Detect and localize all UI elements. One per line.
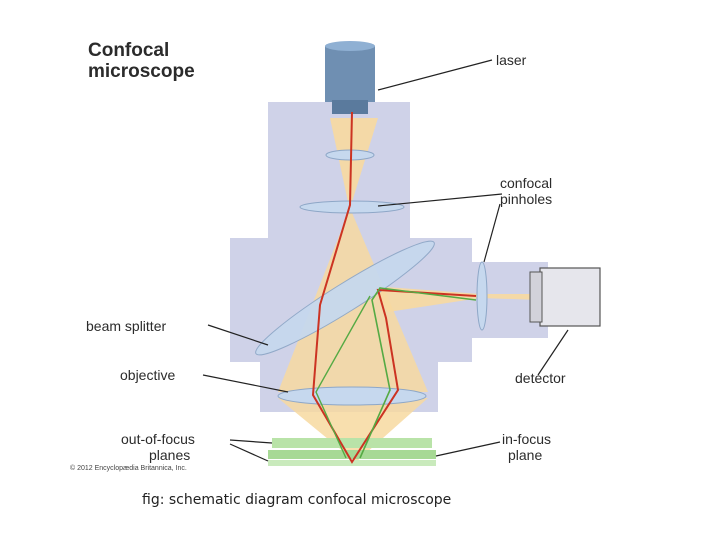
title-line-1: Confocal	[88, 40, 170, 61]
diagram-title: Confocal microscope	[88, 40, 195, 82]
specimen-planes	[268, 438, 436, 466]
label-confocal-pinholes-line2: pinholes	[500, 191, 553, 207]
leader-lines	[202, 59, 569, 462]
label-objective: objective	[120, 367, 176, 383]
label-in-focus-line1: in-focus	[502, 431, 552, 447]
label-laser: laser	[496, 52, 527, 68]
title-line-2: microscope	[88, 61, 195, 82]
copyright-notice: © 2012 Encyclopædia Britannica, Inc.	[70, 465, 187, 472]
label-detector: detector	[515, 370, 566, 386]
light-cone-focus	[278, 398, 428, 462]
detector	[529, 267, 601, 327]
pinhole-lens	[299, 200, 405, 214]
objective-lens	[277, 386, 427, 406]
label-beam-splitter: beam splitter	[86, 318, 167, 334]
detector-pinhole	[476, 261, 488, 331]
fluorescence-beam	[359, 287, 477, 459]
laser-beam	[311, 111, 477, 464]
label-confocal-pinholes-line1: confocal	[500, 175, 553, 191]
laser-source	[325, 41, 375, 114]
label-out-of-focus-line1: out-of-focus	[121, 431, 195, 447]
label-in-focus-line2: plane	[508, 447, 543, 463]
beam-splitter	[255, 240, 435, 356]
figure-caption: fig: schematic diagram confocal microsco…	[142, 492, 452, 508]
fluorescence-beam-2	[315, 295, 371, 459]
label-out-of-focus-line2: planes	[149, 447, 191, 463]
